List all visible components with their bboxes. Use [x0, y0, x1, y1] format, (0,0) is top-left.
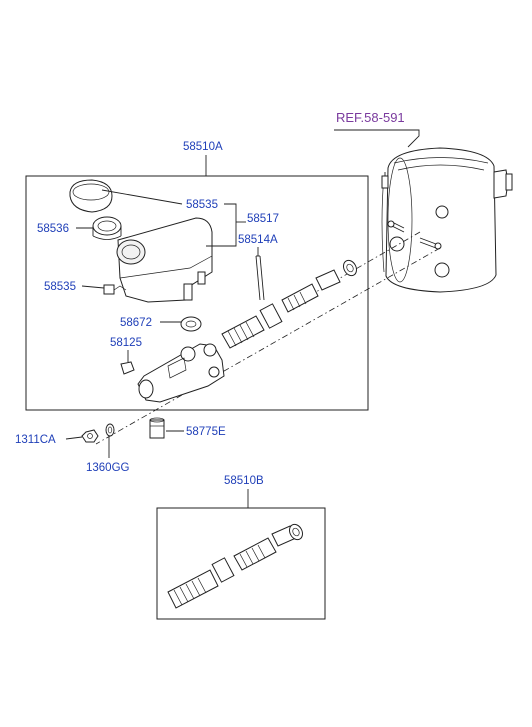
stopper-pin	[255, 255, 265, 301]
group-frame-bottom	[156, 507, 326, 620]
ref-label[interactable]: REF.58-591	[336, 110, 405, 125]
group-label-bottom[interactable]: 58510B	[224, 475, 264, 487]
label-58536[interactable]: 58536	[37, 223, 69, 235]
nut	[81, 429, 99, 443]
label-58535-side[interactable]: 58535	[44, 281, 76, 293]
plug	[120, 361, 135, 375]
fitting	[149, 417, 165, 439]
label-58517[interactable]: 58517	[247, 213, 279, 225]
brake-booster	[381, 147, 513, 293]
reservoir-strainer	[92, 216, 122, 240]
label-58775E[interactable]: 58775E	[186, 426, 226, 438]
group-label-top[interactable]: 58510A	[183, 141, 223, 153]
reservoir	[103, 217, 213, 303]
label-58672[interactable]: 58672	[120, 317, 152, 329]
reservoir-cap	[69, 179, 113, 213]
label-1311CA[interactable]: 1311CA	[15, 434, 56, 446]
label-58535-top[interactable]: 58535	[186, 199, 218, 211]
label-58514A[interactable]: 58514A	[238, 234, 278, 246]
center-line	[95, 247, 441, 445]
reservoir-grommet	[180, 316, 202, 332]
master-cylinder-body	[137, 343, 225, 403]
piston-assembly-top	[221, 259, 357, 349]
washer	[105, 423, 115, 437]
group-frame-top	[25, 175, 369, 411]
label-58125[interactable]: 58125	[110, 337, 142, 349]
piston-assembly-bottom	[167, 523, 303, 609]
reference-callout[interactable]: REF.58-591	[334, 110, 420, 148]
label-1360GG[interactable]: 1360GG	[86, 462, 130, 474]
